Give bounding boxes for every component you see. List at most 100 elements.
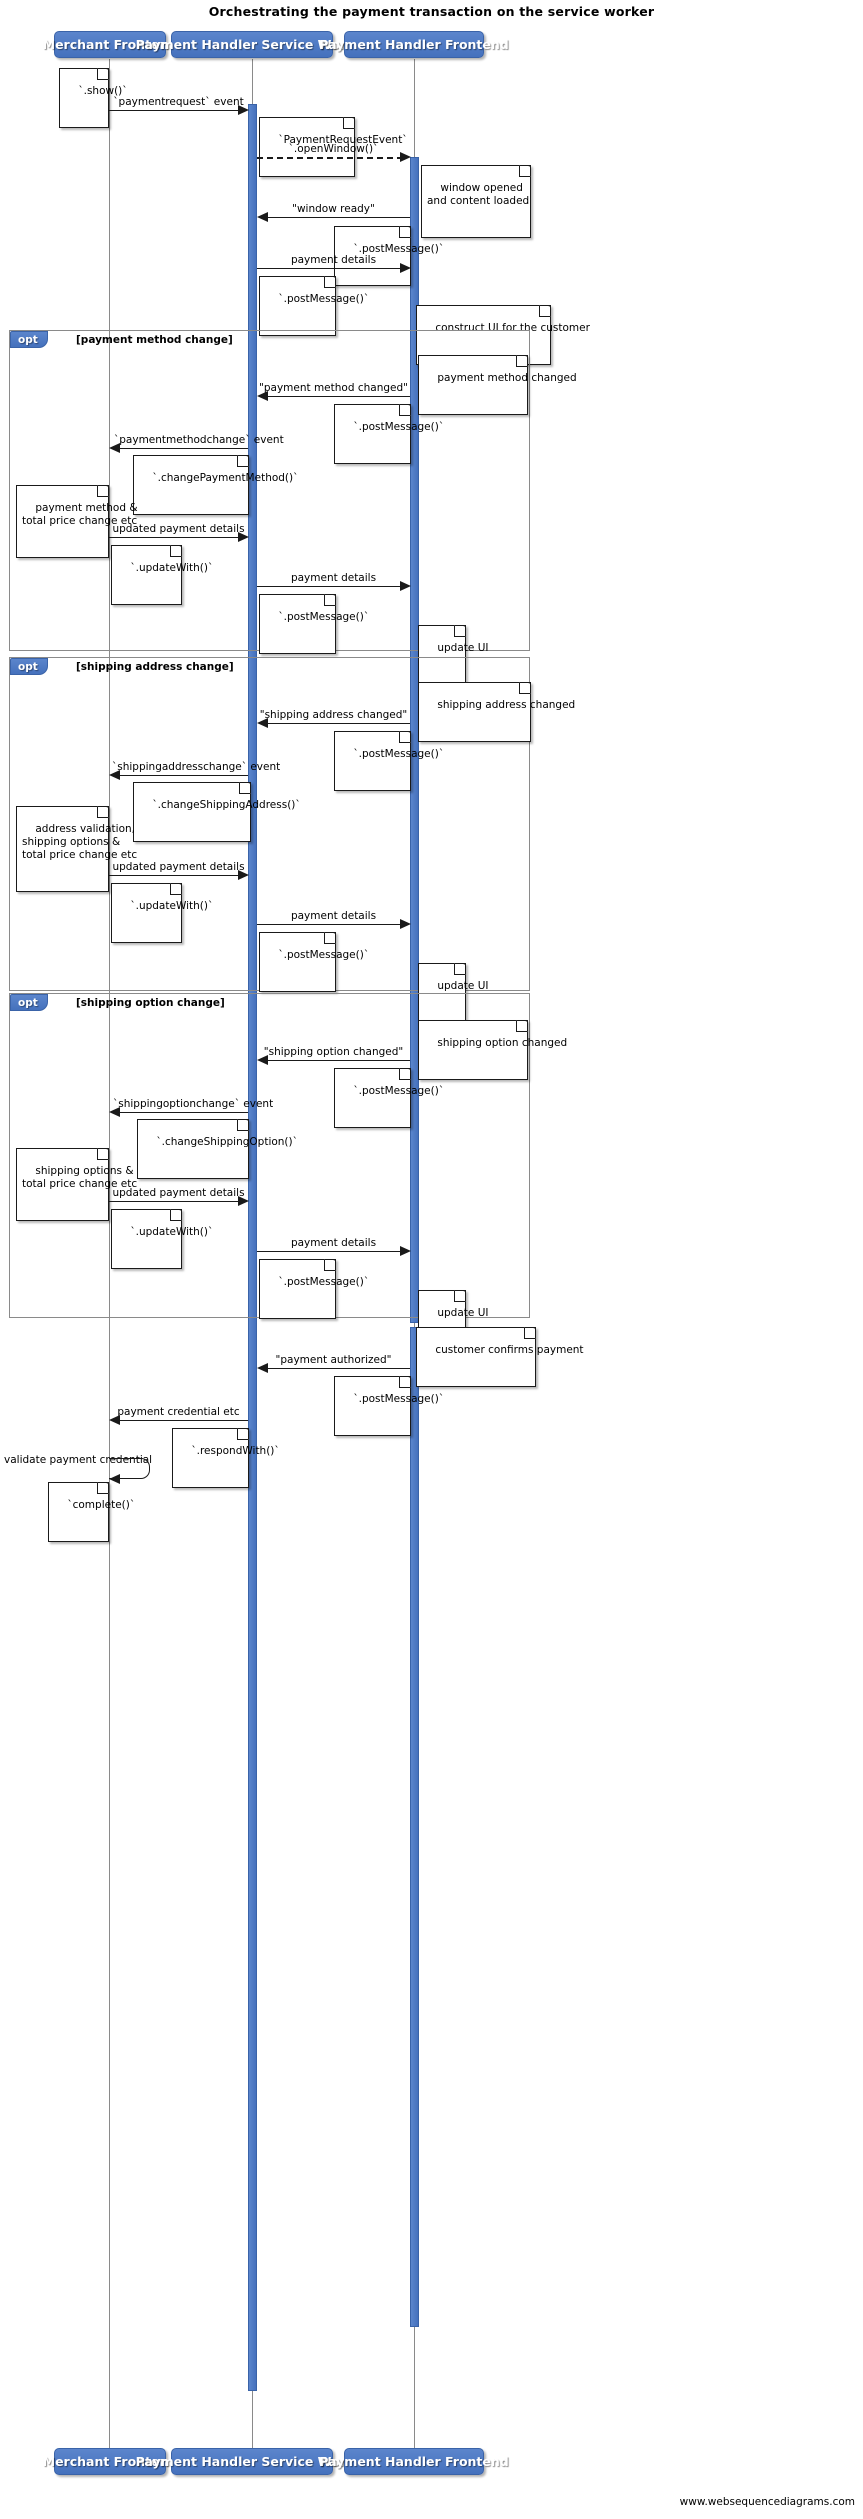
- message-line-m18: [120, 1420, 248, 1421]
- note-updatewith-1: `.updateWith()`: [111, 545, 213, 605]
- fragment-condition-1: [payment method change]: [76, 334, 233, 346]
- note-text: `.postMessage()`: [353, 748, 445, 760]
- note-fold-icon: [323, 933, 335, 945]
- message-label-m19: validate payment credential: [4, 1454, 153, 1466]
- message-line-m8: [257, 586, 403, 587]
- note-fold-icon: [96, 1483, 108, 1495]
- note-text: `PaymentRequestEvent`: [278, 134, 408, 146]
- message-line-m9: [268, 723, 410, 724]
- message-line-m17: [268, 1368, 410, 1369]
- message-label-m5: "payment method changed": [259, 382, 408, 394]
- note-fold-icon: [323, 1260, 335, 1272]
- arrowhead-m15: [238, 1196, 249, 1206]
- note-fold-icon: [169, 1210, 181, 1222]
- note-complete: `complete()`: [48, 1482, 135, 1542]
- message-label-m17: "payment authorized": [275, 1354, 392, 1366]
- note-text: `.show()`: [78, 85, 128, 97]
- actor-phfrontend-bottom[interactable]: Payment Handler Frontend: [319, 2448, 509, 2475]
- note-postmessage-5: `.postMessage()`: [334, 731, 444, 791]
- note-postmessage-4: `.postMessage()`: [259, 594, 369, 654]
- note-text: `.changeShippingAddress()`: [152, 799, 301, 811]
- note-payment-method-changed: payment method changed: [418, 355, 577, 415]
- note-shipping-address-changed: shipping address changed: [418, 682, 575, 742]
- note-text: `.changeShippingOption()`: [156, 1136, 298, 1148]
- message-line-m11: [109, 875, 241, 876]
- arrowhead-m19: [109, 1474, 120, 1484]
- note-text: payment method changed: [437, 372, 577, 384]
- note-postmessage-2: `.postMessage()`: [259, 276, 369, 336]
- actor-merchant-top[interactable]: Merchant Frontend: [43, 31, 177, 58]
- arrowhead-m10: [109, 770, 120, 780]
- note-fold-icon: [323, 595, 335, 607]
- note-fold-icon: [236, 456, 248, 468]
- arrowhead-m2: [400, 152, 411, 162]
- actor-sw-bottom[interactable]: Payment Handler Service Worker: [136, 2448, 368, 2475]
- note-fold-icon: [96, 1149, 108, 1161]
- message-label-m10: `shippingaddresschange` event: [112, 761, 281, 773]
- note-updatewith-3: `.updateWith()`: [111, 1209, 213, 1269]
- note-text: `.postMessage()`: [278, 949, 370, 961]
- arrowhead-m12: [400, 919, 411, 929]
- fragment-condition-3: [shipping option change]: [76, 997, 225, 1009]
- note-payment-method-total-price: payment method & total price change etc: [16, 485, 138, 558]
- message-label-m8: payment details: [290, 572, 377, 584]
- note-text: `complete()`: [67, 1499, 136, 1511]
- note-updatewith-2: `.updateWith()`: [111, 883, 213, 943]
- note-fold-icon: [342, 118, 354, 130]
- note-text: `.postMessage()`: [353, 1085, 445, 1097]
- arrowhead-m14: [109, 1107, 120, 1117]
- note-address-validation: address validation, shipping options & t…: [16, 806, 137, 892]
- lifeline-merchant: [109, 59, 110, 2448]
- message-line-m6: [120, 448, 248, 449]
- note-postmessage-7: `.postMessage()`: [334, 1068, 444, 1128]
- note-text: `.changePaymentMethod()`: [152, 472, 299, 484]
- note-text: `.updateWith()`: [130, 1226, 214, 1238]
- activation-sw: [248, 104, 257, 2391]
- note-fold-icon: [96, 807, 108, 819]
- message-label-m3: "window ready": [292, 203, 375, 215]
- message-label-m1: `paymentrequest` event: [113, 96, 244, 108]
- message-line-m14: [120, 1112, 248, 1113]
- message-label-m7: updated payment details: [112, 523, 245, 535]
- note-fold-icon: [169, 884, 181, 896]
- fragment-tab-opt-3: opt: [10, 994, 48, 1011]
- note-postmessage-6: `.postMessage()`: [259, 932, 369, 992]
- note-fold-icon: [398, 227, 410, 239]
- arrowhead-m7: [238, 532, 249, 542]
- note-fold-icon: [518, 166, 530, 178]
- activation-phfrontend-2: [410, 1327, 419, 2327]
- message-label-m16: payment details: [290, 1237, 377, 1249]
- message-line-m15: [109, 1201, 241, 1202]
- actor-phfrontend-top[interactable]: Payment Handler Frontend: [319, 31, 509, 58]
- note-text: window opened and content loaded: [427, 182, 530, 207]
- note-customer-confirms-payment: customer confirms payment: [416, 1327, 584, 1387]
- note-shipping-option-changed: shipping option changed: [418, 1020, 567, 1080]
- message-label-m18: payment credential etc: [117, 1406, 240, 1418]
- note-fold-icon: [169, 546, 181, 558]
- actor-sw-top[interactable]: Payment Handler Service Worker: [136, 31, 368, 58]
- note-fold-icon: [236, 1429, 248, 1441]
- note-fold-icon: [518, 683, 530, 695]
- note-text: update UI: [437, 1307, 489, 1319]
- note-respondwith: `.respondWith()`: [172, 1428, 280, 1488]
- message-line-m1: [109, 110, 241, 111]
- message-line-m2: [257, 157, 403, 159]
- actor-merchant-bottom[interactable]: Merchant Frontend: [43, 2448, 177, 2475]
- note-postmessage-3: `.postMessage()`: [334, 404, 444, 464]
- note-fold-icon: [453, 1291, 465, 1303]
- arrowhead-m1: [238, 105, 249, 115]
- arrowhead-m5: [257, 391, 268, 401]
- message-line-m4: [257, 268, 403, 269]
- note-paymentrequestevent: `PaymentRequestEvent`: [259, 117, 408, 177]
- self-message-loop-m19: [109, 1458, 150, 1479]
- note-fold-icon: [398, 1069, 410, 1081]
- message-label-m2: `.openWindow()`: [288, 143, 379, 155]
- note-changepaymentmethod: `.changePaymentMethod()`: [133, 455, 298, 515]
- note-fold-icon: [453, 964, 465, 976]
- note-construct-ui: construct UI for the customer: [416, 305, 590, 365]
- note-fold-icon: [238, 783, 250, 795]
- arrowhead-m17: [257, 1363, 268, 1373]
- note-fold-icon: [323, 277, 335, 289]
- footer-credit: www.websequencediagrams.com: [679, 2496, 855, 2508]
- message-label-m11: updated payment details: [112, 861, 245, 873]
